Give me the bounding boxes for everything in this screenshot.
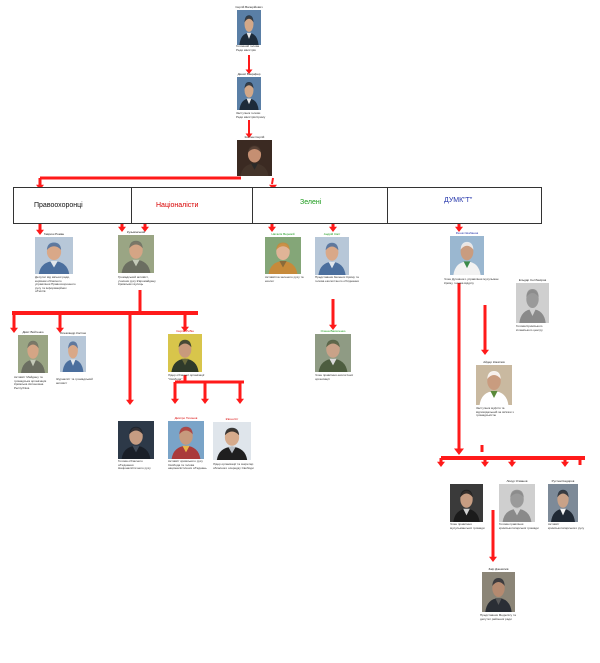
arrow-head [454, 448, 464, 455]
person-caption: Головний голова Ради міністрів [236, 44, 260, 52]
person-caption: Член Духовного управління мусульман Крим… [444, 277, 499, 285]
arrow-head [561, 461, 569, 467]
person-name: Наталія Веремій [271, 232, 295, 236]
person-name: Сергій Валерійович [235, 5, 263, 9]
person-name: Кузьмінський [126, 230, 146, 234]
section-divider [131, 187, 132, 224]
person-caption: Заступник голови Ради міністрів Криму [236, 111, 266, 119]
person-photo [516, 283, 549, 323]
person-photo [35, 237, 73, 274]
person-name: Лєнур Усманов [506, 479, 528, 483]
person-name: Рустем Кадиров [551, 479, 575, 483]
person-name: Олександр Костюк [60, 331, 86, 335]
arrow-head [268, 226, 276, 232]
arrow-head [245, 133, 253, 138]
arrow-head [481, 461, 489, 467]
person-caption: Представник Меджлісу та депутат районної… [480, 613, 516, 621]
section-bar [13, 187, 542, 224]
person-photo [237, 77, 261, 110]
arrow-head [36, 229, 44, 235]
arrow-head [329, 324, 337, 330]
section-label-dumk: ДУМК"Т" [444, 197, 473, 204]
person-caption: Активіст кримськотатарського руху [548, 522, 585, 530]
person-caption: Голова Кримського ісламського центру [516, 324, 543, 332]
arrow-head [181, 326, 189, 332]
person-caption: Активіст Майдану та громадська організац… [14, 375, 47, 390]
person-name: Євген Кіт [225, 417, 239, 421]
person-name: Дмитро Тихонов [174, 416, 198, 420]
arrow-head [455, 226, 463, 232]
arrow-head [508, 461, 516, 467]
person-photo [18, 335, 48, 373]
person-photo [168, 334, 202, 372]
person-caption: Голова обласного об'єднання Націоналісти… [118, 459, 151, 471]
person-caption: Голова правління кримськотатарської гром… [499, 522, 539, 530]
arrow-head [56, 327, 64, 333]
section-divider [387, 187, 388, 224]
person-caption: Депутат від міської ради, керівник облас… [35, 275, 76, 294]
person-photo [213, 422, 251, 460]
arrow-head [10, 327, 18, 333]
person-photo [548, 484, 578, 522]
section-divider [252, 187, 253, 224]
person-photo [315, 237, 349, 275]
person-photo [315, 334, 351, 372]
section-label-law-enforcement: Правоохоронці [34, 202, 83, 209]
person-name: Андрій Сміт [323, 232, 341, 236]
person-caption: Лідер організації та секретар обласного … [213, 462, 254, 470]
arrow-head [201, 398, 209, 404]
arrow-head [171, 398, 179, 404]
person-caption: Член правління екологічної організації [315, 373, 354, 381]
person-caption: Член правління мусульманської громади [450, 522, 485, 530]
person-photo [265, 237, 301, 274]
arrow-head [126, 399, 134, 405]
arrow-head [489, 556, 497, 562]
person-photo [482, 572, 515, 612]
person-photo [118, 421, 154, 459]
arrow-head [329, 226, 337, 232]
person-caption: Журналіст та громадський активіст [56, 377, 93, 385]
person-photo [499, 484, 535, 522]
person-name: Ельдар Сеітбекіров [518, 278, 547, 282]
person-photo [60, 336, 86, 372]
person-name: Олена Василенко [320, 329, 346, 333]
person-name: Костюк Сергій [244, 135, 265, 139]
arrow-head [118, 226, 126, 232]
arrow-head [437, 461, 445, 467]
person-caption: Заступник муфтія та відповідальний за зв… [476, 406, 514, 418]
person-name: Решат Шабанов [455, 231, 479, 235]
person-photo [168, 421, 204, 459]
person-caption: Активістка зеленого руху та еколог [265, 275, 304, 283]
person-caption: Громадський активіст, учасник руху Євром… [118, 275, 156, 287]
arrow-head [245, 69, 253, 74]
person-name: Сергій Рибін [176, 329, 194, 333]
person-photo [450, 236, 484, 275]
person-name: Дмит Войтенко [22, 330, 44, 334]
person-name: Денис Бацінфер [237, 72, 261, 76]
person-photo [237, 10, 261, 45]
connector-line [271, 177, 274, 185]
person-caption: Активіст кримського руху Свобода та голо… [168, 459, 207, 471]
person-caption: Лідер обласної організації "Свобода" [168, 373, 205, 381]
arrow-head [236, 398, 244, 404]
person-photo [118, 235, 154, 273]
person-photo [237, 140, 272, 176]
person-name: Айдер Ісмаїлов [483, 360, 505, 364]
person-name: Гавриш Роман [43, 232, 65, 236]
person-name: Заір Джемілєв [488, 567, 509, 571]
section-label-greens: Зелені [300, 199, 322, 206]
section-label-nationalists: Націоналісти [156, 202, 199, 209]
arrow-head [481, 349, 489, 355]
arrow-head [141, 226, 149, 232]
person-photo [450, 484, 483, 522]
person-photo [476, 365, 512, 405]
person-caption: Представник Зелених Криму та голова екол… [315, 275, 359, 283]
